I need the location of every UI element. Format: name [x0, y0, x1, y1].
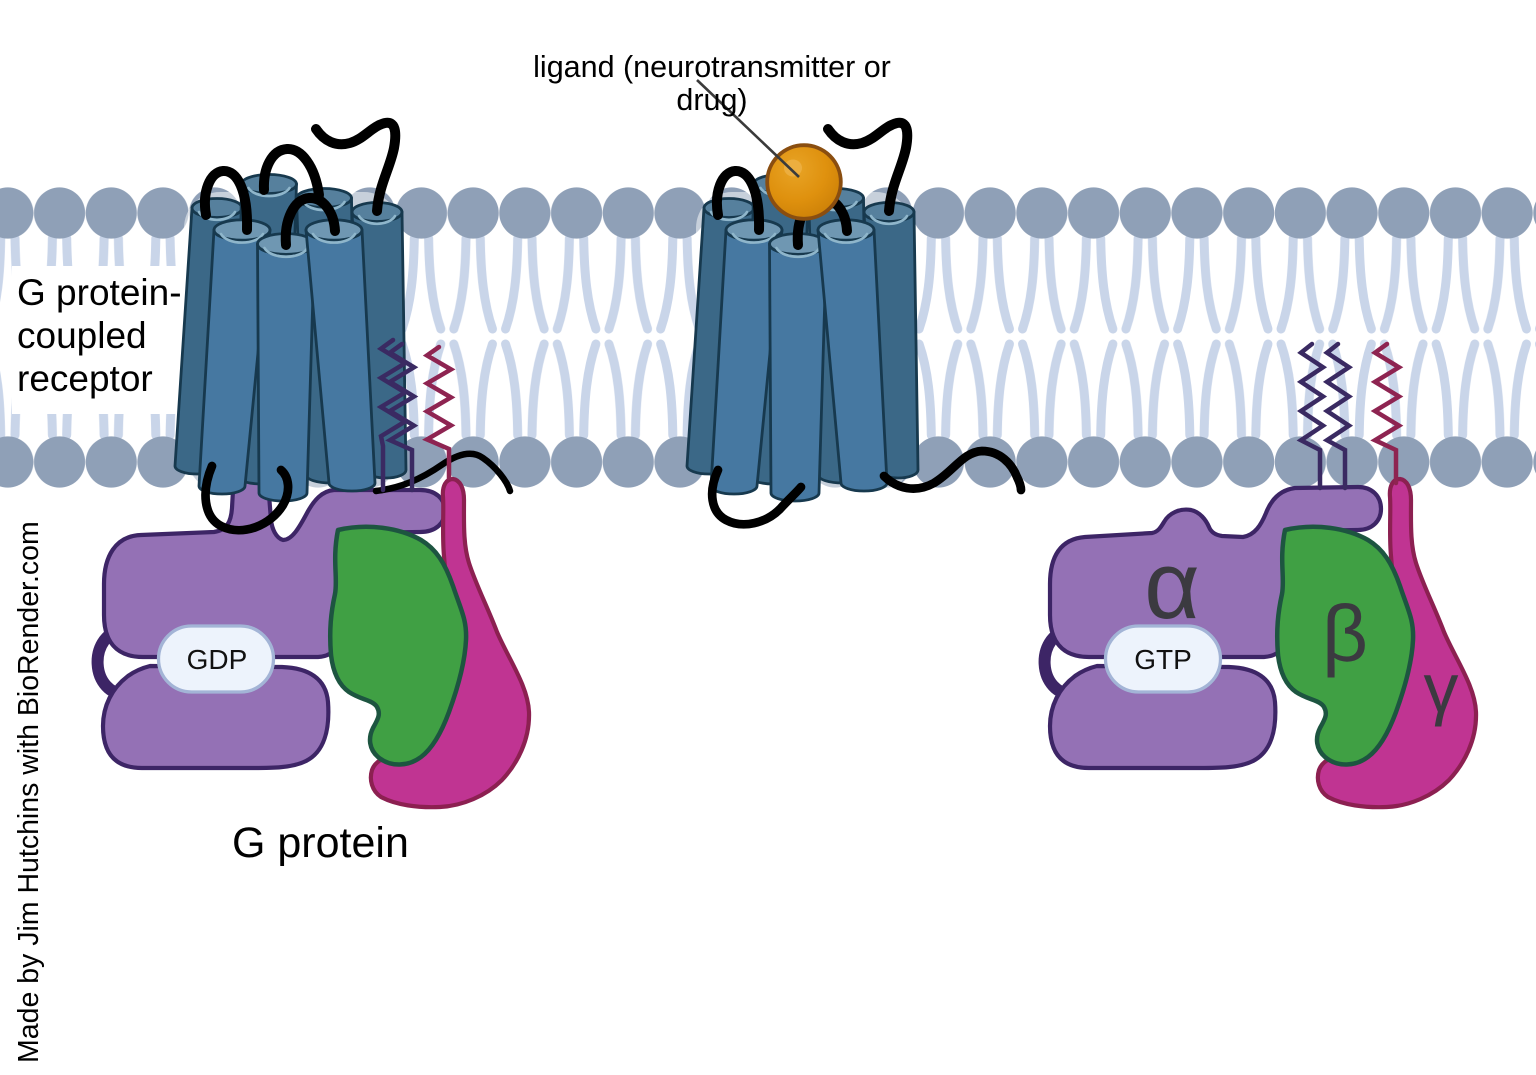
svg-text:G protein-: G protein- [17, 272, 182, 313]
svg-text:receptor: receptor [17, 358, 153, 399]
svg-text:GTP: GTP [1134, 644, 1192, 675]
svg-text:drug): drug) [676, 83, 747, 117]
svg-text:ligand (neurotransmitter or: ligand (neurotransmitter or [533, 50, 891, 84]
svg-text:α: α [1144, 532, 1200, 639]
svg-text:β: β [1322, 589, 1368, 678]
svg-text:Made by Jim Hutchins with BioR: Made by Jim Hutchins with BioRender.com [13, 521, 45, 1063]
svg-text:coupled: coupled [17, 315, 147, 356]
svg-text:G protein: G protein [232, 819, 409, 867]
svg-text:γ: γ [1424, 649, 1459, 727]
svg-text:GDP: GDP [187, 644, 248, 675]
